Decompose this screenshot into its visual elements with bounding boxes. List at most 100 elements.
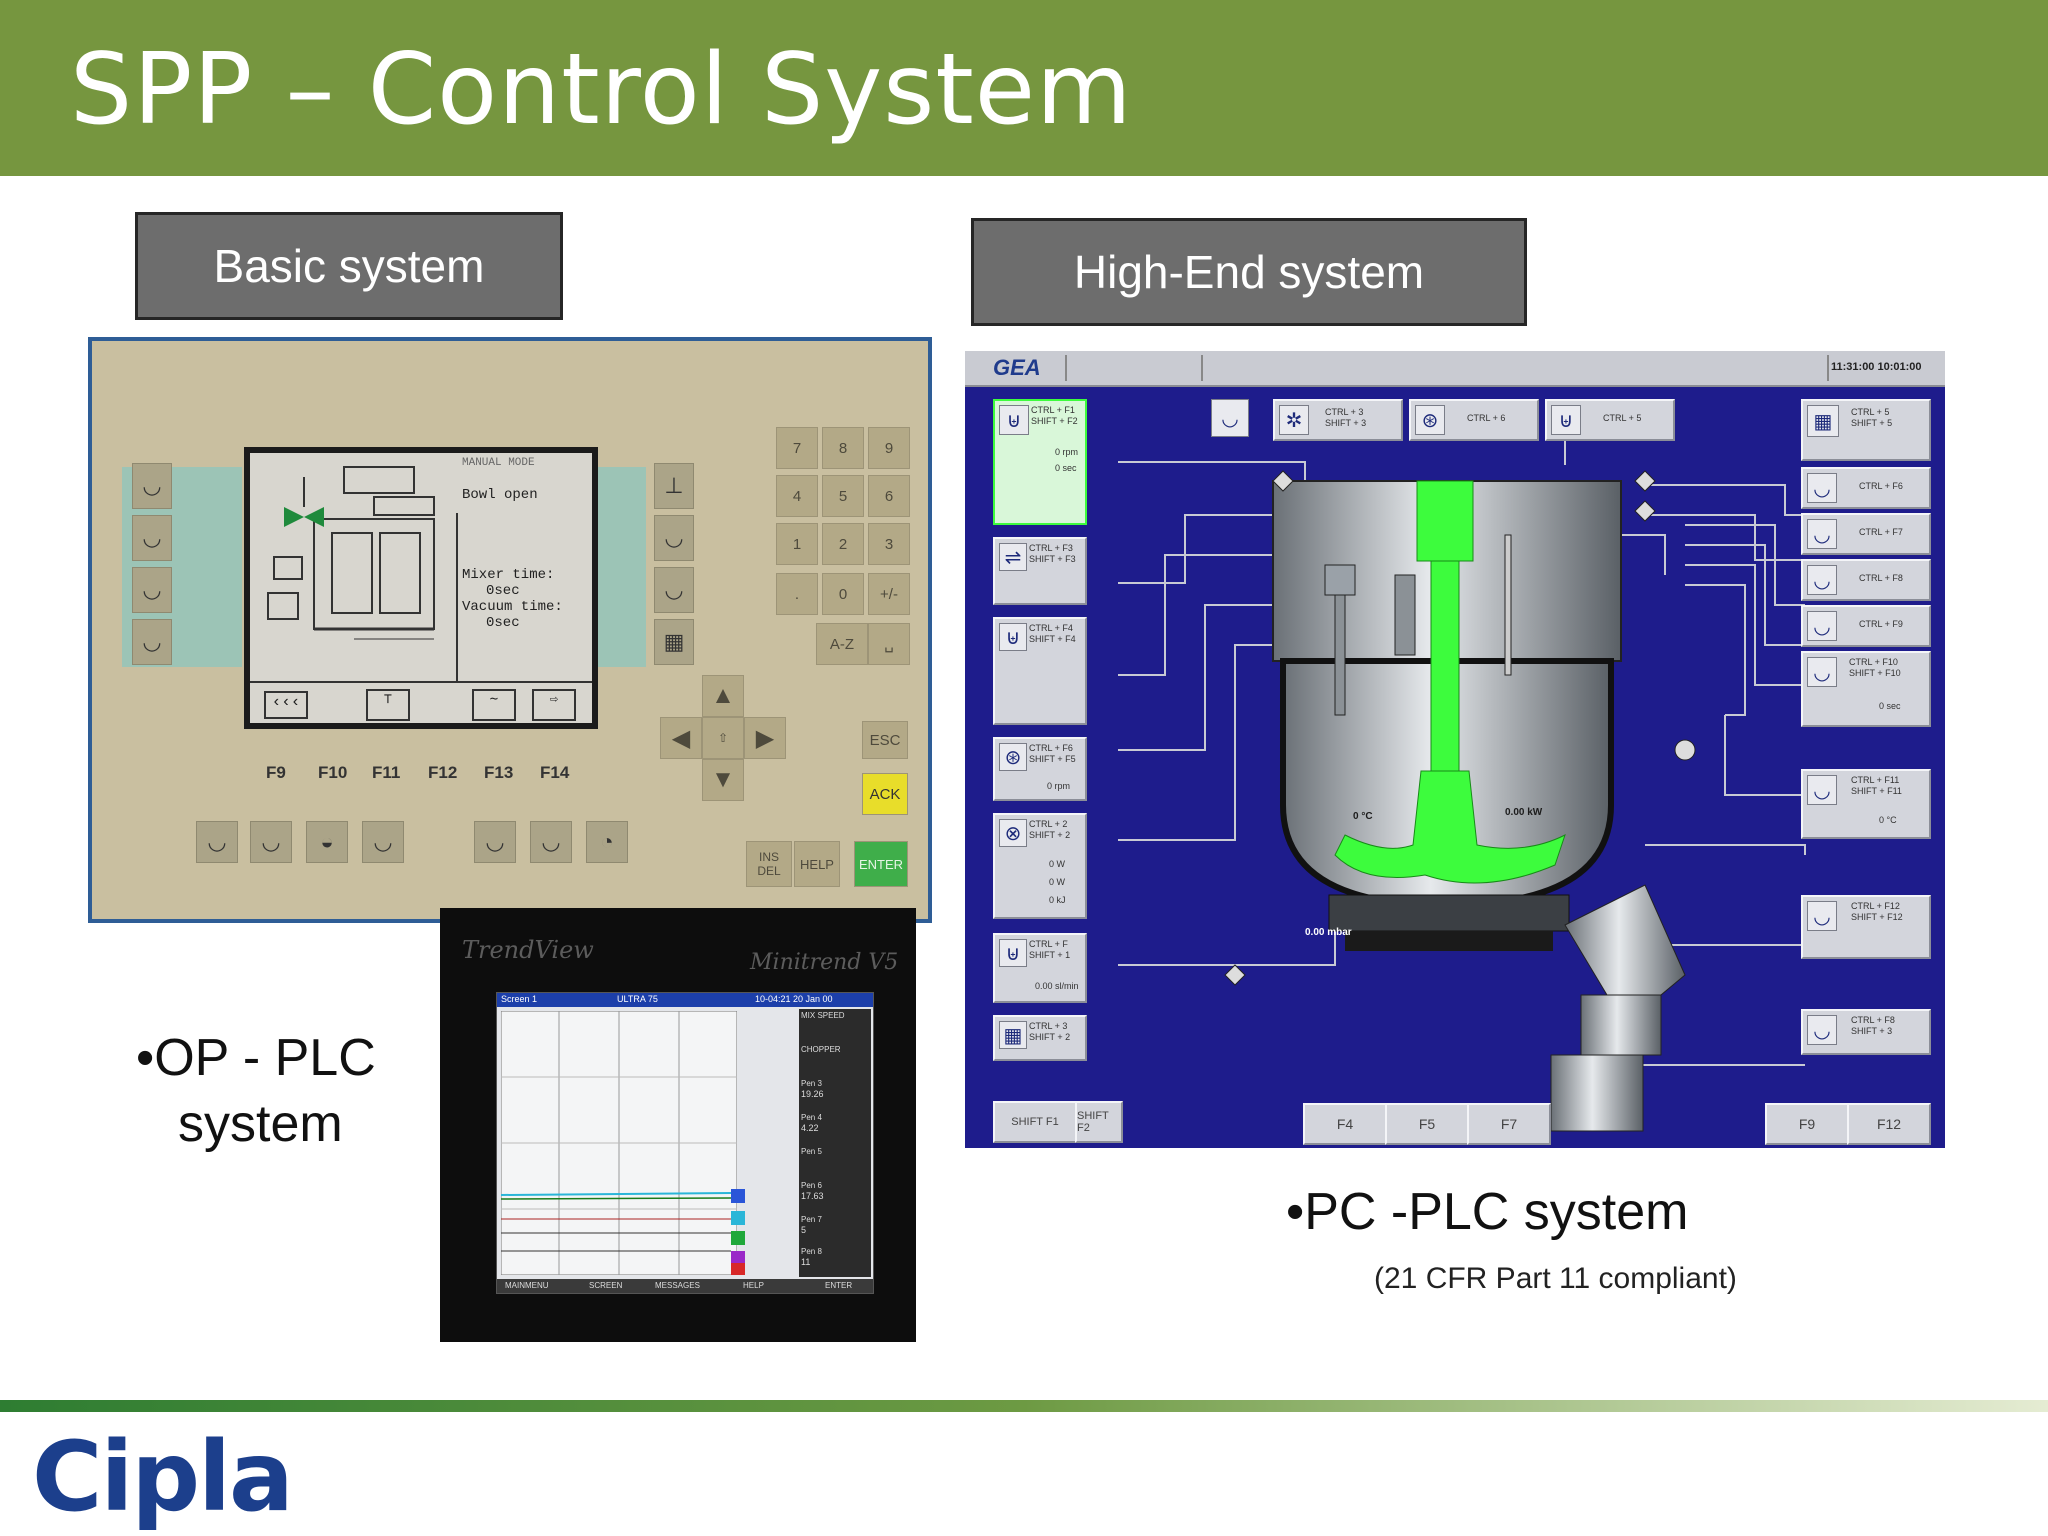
pen-label: Pen 6 [801,1181,822,1190]
numpad-key[interactable]: . [776,573,818,615]
mixer-softkey[interactable]: ⊤ [366,689,410,721]
trend-footer-button[interactable]: MAINMENU [505,1281,549,1290]
trendview-recorder-photo: TrendView Minitrend V5 Screen 1 ULTRA 75… [440,908,916,1342]
space-key[interactable]: ␣ [868,623,910,665]
trend-footer-button[interactable]: ENTER [825,1281,853,1290]
top-bar-divider [1065,355,1067,381]
arrow-right-key[interactable]: ▶ [744,717,786,759]
numpad-key[interactable]: 2 [822,523,864,565]
numpad-key[interactable]: 1 [776,523,818,565]
scada-right-button[interactable]: ◡ CTRL + F10 SHIFT + F10 0 sec [1801,651,1931,727]
bowl-icon-key[interactable]: ◡ [132,463,172,509]
scada-right-button[interactable]: ▦ CTRL + 5 SHIFT + 5 [1801,399,1931,461]
arrow-up-key[interactable]: ▲ [702,675,744,717]
trend-footer-button[interactable]: HELP [743,1281,764,1290]
valve-icon-key[interactable]: ⊥ [654,463,694,509]
bowl-icon-key[interactable]: ◡ [132,619,172,665]
door-softkey[interactable]: ⇨ [532,689,576,721]
help-key[interactable]: HELP [794,841,840,887]
bowl-icon-key[interactable]: ◡ [250,821,292,863]
numpad-key[interactable]: 3 [868,523,910,565]
filter-icon-key[interactable]: ▦ [654,619,694,665]
button-shortcut: CTRL + F11 SHIFT + F11 [1851,775,1902,796]
trend-footer-button[interactable]: MESSAGES [655,1281,700,1290]
scada-left-button[interactable]: ⊎ CTRL + F SHIFT + 1 0.00 sl/min [993,933,1087,1003]
ins-del-key[interactable]: INS DEL [746,841,792,887]
scada-top-button[interactable]: ⊛ CTRL + 6 [1409,399,1539,441]
shift-key[interactable]: ⇧ [702,717,744,759]
scada-right-button[interactable]: ◡ CTRL + F11 SHIFT + F11 0 °C [1801,769,1931,839]
bowl-icon-key[interactable]: ◒ [306,821,348,863]
shift-f1-button[interactable]: SHIFT F1 [993,1101,1077,1143]
scada-right-button[interactable]: ◡ CTRL + F6 [1801,467,1931,509]
bowl-icon[interactable]: ◡ [1211,399,1249,437]
operator-panel-photo: ◡ ◡ ◡ ◡ MANUAL MODE Bowl open Mixer time… [88,337,932,923]
arrow-left-key[interactable]: ◀ [660,717,702,759]
f4-button[interactable]: F4 [1303,1103,1387,1145]
scada-right-button[interactable]: ◡ CTRL + F9 [1801,605,1931,647]
numpad-key[interactable]: 6 [868,475,910,517]
granulator-icon: ⊛ [1415,405,1445,435]
numpad-key[interactable]: +/- [868,573,910,615]
trend-footer-button[interactable]: SCREEN [589,1281,623,1290]
lcd-vacuum-label: Vacuum time: [462,599,563,615]
numpad-key[interactable]: 7 [776,427,818,469]
scada-left-button[interactable]: ⊎ CTRL + F4 SHIFT + F4 [993,617,1087,725]
pen-label: CHOPPER [801,1045,841,1054]
scada-right-button[interactable]: ◡ CTRL + F7 [1801,513,1931,555]
scada-left-button-mixer[interactable]: ⊎ CTRL + F1 SHIFT + F2 0 rpm 0 sec [993,399,1087,525]
numpad-key[interactable]: 4 [776,475,818,517]
button-shortcut: CTRL + 3 SHIFT + 3 [1325,407,1367,428]
scada-right-button[interactable]: ◡ CTRL + F12 SHIFT + F12 [1801,895,1931,959]
scada-top-button[interactable]: ✲ CTRL + 3 SHIFT + 3 [1273,399,1403,441]
scada-left-button[interactable]: ▦ CTRL + 3 SHIFT + 2 [993,1015,1087,1061]
agitator-icon: ⊎ [999,623,1027,651]
cfr-compliance-note: (21 CFR Part 11 compliant) [1374,1262,1737,1295]
bowl-icon-key[interactable]: ◡ [474,821,516,863]
mixer-icon: ⊎ [999,405,1029,435]
f12-button[interactable]: F12 [1847,1103,1931,1145]
numpad-key[interactable]: 9 [868,427,910,469]
bowl-icon-key[interactable]: ◡ [132,567,172,613]
bowl-icon-key[interactable]: ◡ [362,821,404,863]
fkey-label[interactable]: F9 [266,763,286,782]
numpad-key[interactable]: 8 [822,427,864,469]
bowl-icon-key[interactable]: ◡ [530,821,572,863]
f9-button[interactable]: F9 [1765,1103,1849,1145]
az-key[interactable]: A-Z [816,623,868,665]
scada-left-button[interactable]: ⊗ CTRL + 2 SHIFT + 2 0 W 0 W 0 kJ [993,813,1087,919]
ack-key[interactable]: ACK [862,773,908,815]
numpad-key[interactable]: 5 [822,475,864,517]
vessel-power-readout: 0.00 kW [1505,807,1543,818]
fkey-label[interactable]: F13 [484,763,514,782]
scada-right-button[interactable]: ◡ CTRL + F8 [1801,559,1931,601]
discharge-icon-key[interactable]: ◡ [654,567,694,613]
fkey-label[interactable]: F14 [540,763,570,782]
pen-marker [731,1251,745,1265]
esc-key[interactable]: ESC [862,721,908,759]
bowl-icon: ◡ [1807,611,1837,641]
bowl-tilt-icon-key[interactable]: ◡ [654,515,694,561]
enter-key[interactable]: ENTER [854,841,908,887]
bowl-icon-key[interactable]: ◡ [196,821,238,863]
top-bar-divider [1827,355,1829,381]
scada-top-button[interactable]: ⊎ CTRL + 5 [1545,399,1675,441]
f5-button[interactable]: F5 [1385,1103,1469,1145]
fkey-label[interactable]: F10 [318,763,348,782]
shift-f2-button[interactable]: SHIFT F2 [1075,1101,1123,1143]
scada-left-button[interactable]: ⊛ CTRL + F6 SHIFT + F5 0 rpm [993,737,1087,801]
f7-button[interactable]: F7 [1467,1103,1551,1145]
scada-left-button[interactable]: ⇌ CTRL + F3 SHIFT + F3 [993,537,1087,605]
gauge-icon-key[interactable]: ◔ [586,821,628,863]
chopper-icon: ⊛ [999,743,1027,771]
mixer-vessel-diagram [1118,441,1806,1132]
bowl-icon-key[interactable]: ◡ [132,515,172,561]
numpad-key[interactable]: 0 [822,573,864,615]
arrow-down-key[interactable]: ▼ [702,759,744,801]
fkey-label[interactable]: F12 [428,763,458,782]
trend-softkey[interactable]: ∼ [472,689,516,721]
scada-right-button[interactable]: ◡ CTRL + F8 SHIFT + 3 [1801,1009,1931,1055]
pen-marker [731,1231,745,1245]
fkey-label[interactable]: F11 [372,763,401,782]
back-softkey[interactable]: ‹‹‹ [264,691,308,719]
